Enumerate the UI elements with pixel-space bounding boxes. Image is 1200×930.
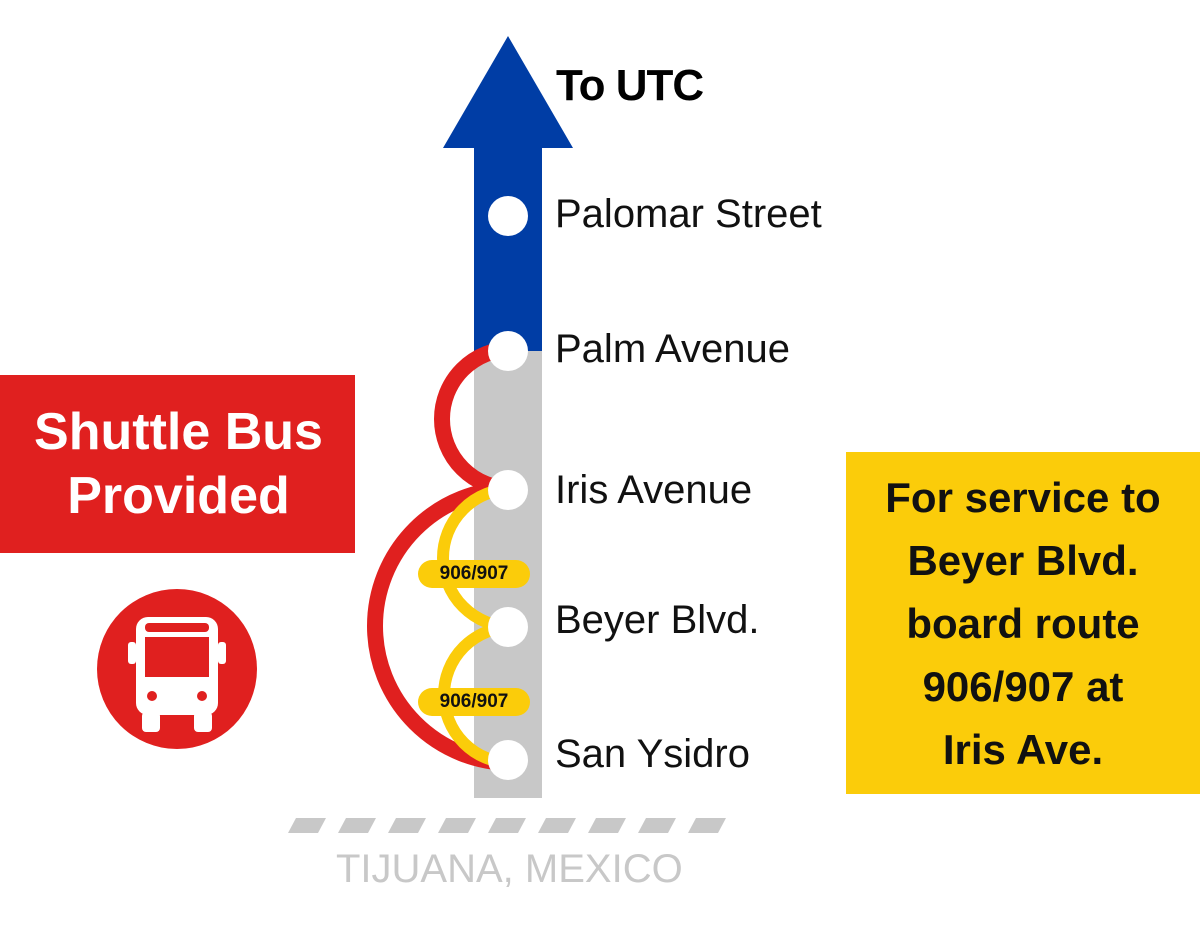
shuttle-route-iris-to-san-ysidro bbox=[367, 481, 520, 771]
bus-route-iris-to-beyer bbox=[437, 483, 518, 633]
bus-route-badge: 906/907 bbox=[418, 688, 530, 716]
station-label-beyer-blvd: Beyer Blvd. bbox=[555, 598, 760, 642]
shuttle-notice: Shuttle Bus Provided bbox=[0, 375, 355, 553]
station-label-palm-avenue: Palm Avenue bbox=[555, 327, 790, 371]
service-info-line: For service to bbox=[885, 473, 1161, 521]
in-service-track-segment bbox=[474, 145, 542, 351]
station-marker-iris-avenue bbox=[488, 470, 528, 510]
direction-arrow-icon bbox=[443, 36, 573, 148]
station-label-iris-avenue: Iris Avenue bbox=[555, 468, 753, 512]
shuttle-notice-line: Shuttle Bus bbox=[34, 403, 323, 461]
service-info-line: Beyer Blvd. bbox=[907, 536, 1139, 584]
station-marker-san-ysidro bbox=[488, 740, 528, 780]
service-info-line: board route bbox=[906, 599, 1140, 647]
bus-route-badge: 906/907 bbox=[418, 560, 530, 588]
shuttle-notice-line: Provided bbox=[67, 467, 290, 525]
station-marker-palomar-street bbox=[488, 196, 528, 236]
service-info-line: 906/907 at bbox=[922, 662, 1124, 710]
border-line bbox=[288, 818, 726, 833]
service-info-notice: For service to Beyer Blvd. board route 9… bbox=[846, 452, 1200, 794]
station-marker-palm-avenue bbox=[488, 331, 528, 371]
destination-label: To UTC bbox=[556, 61, 704, 110]
bus-icon bbox=[97, 589, 257, 749]
service-info-line: Iris Ave. bbox=[942, 725, 1104, 773]
shuttle-route-palm-to-iris bbox=[434, 341, 520, 497]
station-marker-beyer-blvd bbox=[488, 607, 528, 647]
station-label-palomar-street: Palomar Street bbox=[555, 192, 822, 236]
border-label: TIJUANA, MEXICO bbox=[336, 847, 683, 891]
station-label-san-ysidro: San Ysidro bbox=[555, 732, 750, 776]
